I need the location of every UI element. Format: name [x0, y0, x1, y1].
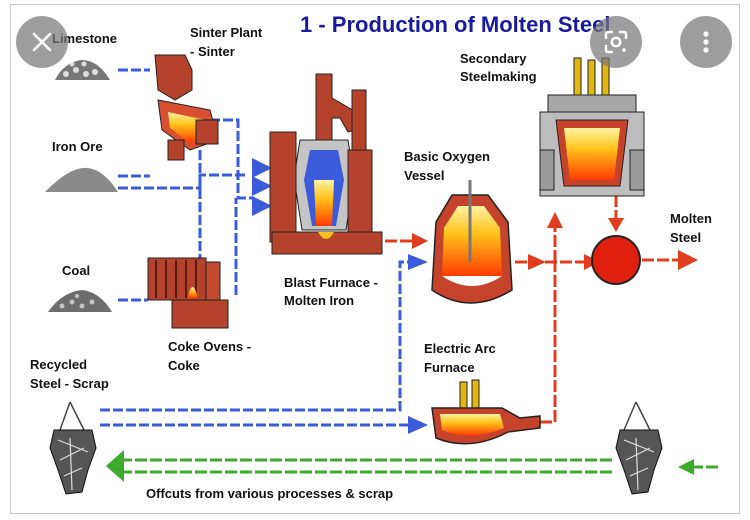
- label-secondary-line1: Secondary: [460, 51, 527, 66]
- molten-steel-ladle: [591, 235, 641, 285]
- label-coke-ovens-line1: Coke Ovens -: [168, 339, 252, 354]
- sinter-plant: [154, 54, 219, 161]
- scrap-bundle-right: [615, 401, 663, 495]
- label-eaf-line1: Electric Arc: [424, 341, 496, 356]
- scrap-bundle-left: [49, 401, 97, 495]
- basic-oxygen-vessel: [431, 180, 513, 304]
- label-coal: Coal: [62, 263, 91, 278]
- iron-ore-pile: [45, 167, 118, 192]
- label-sinter-plant-line1: Sinter Plant: [190, 25, 263, 40]
- diagram-title: 1 - Production of Molten Steel: [300, 12, 611, 37]
- label-bov-line1: Basic Oxygen: [404, 149, 490, 164]
- label-recycled-line2: Steel - Scrap: [30, 376, 109, 391]
- label-coke-ovens-line2: Coke: [168, 358, 200, 373]
- red-flow-lines: [385, 195, 680, 424]
- label-iron-ore: Iron Ore: [52, 139, 103, 154]
- label-recycled-line1: Recycled: [30, 357, 88, 372]
- label-secondary-line2: Steelmaking: [460, 69, 537, 84]
- electric-arc-furnace: [431, 379, 541, 445]
- green-flow-lines: [122, 458, 718, 474]
- green-arrowheads: [106, 450, 694, 482]
- red-arrowheads: [412, 212, 698, 270]
- label-bov-line2: Vessel: [404, 168, 445, 183]
- coke-ovens: [147, 257, 229, 329]
- more-options-button[interactable]: [680, 16, 732, 68]
- lens-icon: [604, 30, 628, 54]
- secondary-steelmaking: [539, 57, 645, 197]
- label-offcuts: Offcuts from various processes & scrap: [146, 486, 394, 501]
- label-molten-steel-line2: Steel: [670, 230, 702, 245]
- blue-arrowheads: [252, 158, 428, 434]
- lens-button[interactable]: [590, 16, 642, 68]
- limestone-pile: [55, 60, 110, 80]
- label-molten-steel-line1: Molten: [670, 211, 712, 226]
- label-blast-furnace-line1: Blast Furnace -: [284, 275, 378, 290]
- close-icon: [32, 32, 52, 52]
- blast-furnace: [269, 73, 383, 255]
- label-eaf-line2: Furnace: [424, 360, 475, 375]
- coal-pile: [48, 290, 112, 312]
- close-button[interactable]: [16, 16, 68, 68]
- label-sinter-plant-line2: - Sinter: [190, 44, 235, 59]
- label-limestone: Limestone: [52, 31, 118, 46]
- label-blast-furnace-line2: Molten Iron: [284, 293, 355, 308]
- blue-flow-lines: [100, 68, 412, 427]
- more-vertical-icon: [703, 31, 709, 53]
